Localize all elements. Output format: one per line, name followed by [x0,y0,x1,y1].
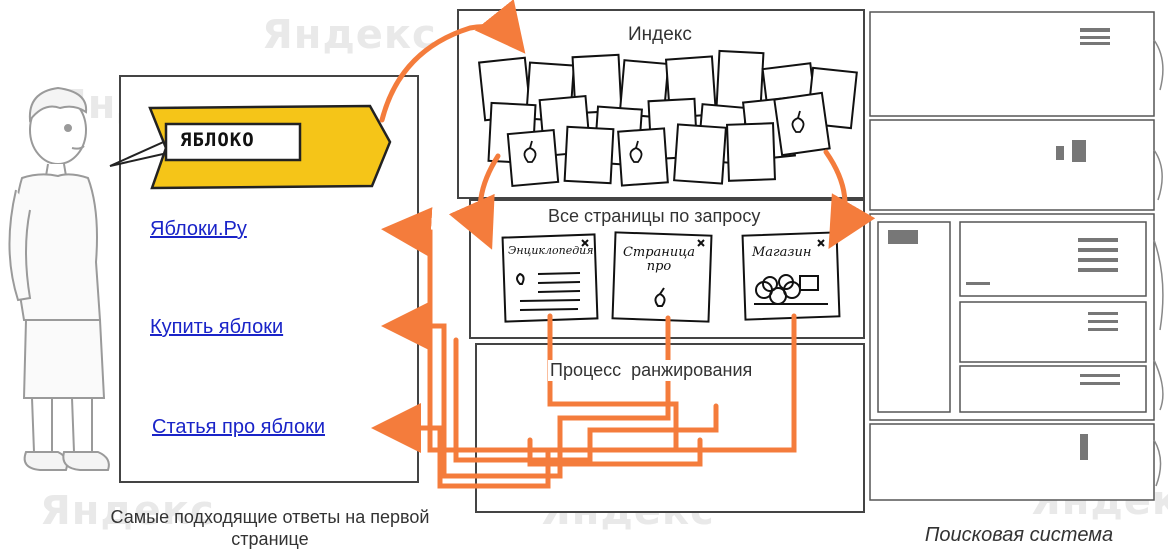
page-card-page-about [611,231,713,323]
ranking-label: Процесс ранжирования [548,360,755,381]
all-pages-label: Все страницы по запросу [548,206,761,226]
card-label-encyclopedia: Энциклопедия [508,244,594,257]
watermark: Яндекс [40,488,215,534]
index-label: Индекс [628,24,692,45]
index-documents [477,49,858,187]
watermark: Яндекс [262,12,437,58]
result-link-buy-apples[interactable]: Купить яблоки [150,316,284,338]
flow-arrows [371,0,876,489]
card-label-shop: Магазин [752,245,812,260]
result-link-yabloki-ru[interactable]: Яблоки.Ру [150,218,247,240]
person-illustration [8,86,110,471]
page-card-encyclopedia [501,233,599,323]
query-text: ЯБЛОКО [180,129,255,151]
results-caption: Самые подходящие ответы на первой страни… [110,507,430,549]
card-label-page-about: Страница про [622,245,696,274]
search-system-caption: Поисковая система [924,524,1114,546]
server-rack [869,11,1164,501]
result-link-article-apples[interactable]: Статья про яблоки [152,416,325,438]
